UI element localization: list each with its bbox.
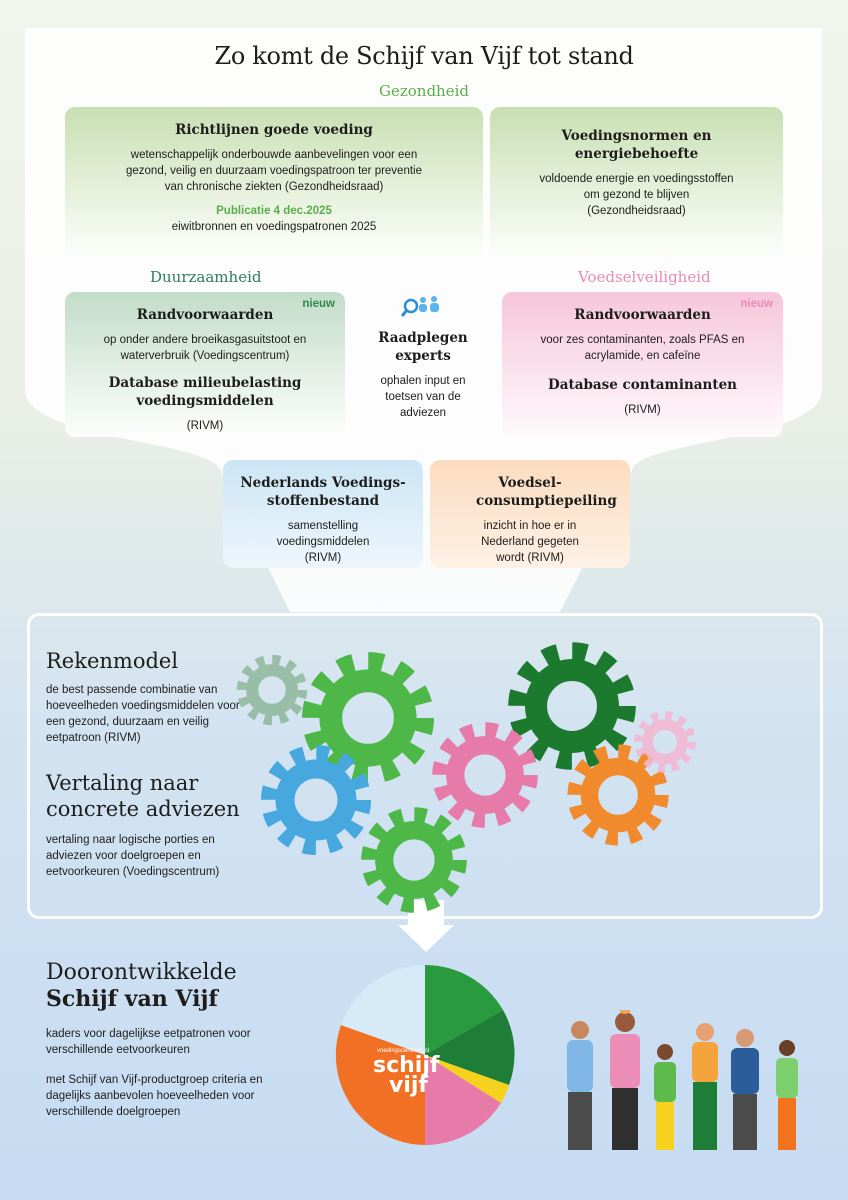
result-title-1: Doorontwikkelde: [46, 960, 237, 985]
person-2: [610, 1010, 640, 1150]
guidelines-box: Richtlijnen goede voeding wetenschappeli…: [65, 107, 483, 257]
experts-text: ophalen input en toetsen van de adviezen: [380, 375, 466, 419]
box-text: voor zes contaminanten, zoals PFAS en ac…: [540, 334, 745, 362]
box-extra: eiwitbronnen en voedingspatronen 2025: [171, 221, 377, 233]
gear-icon: [634, 711, 696, 773]
person-4: [692, 1023, 718, 1150]
box-text: wetenschappelijk onderbouwde aanbeveling…: [126, 149, 422, 193]
box-text: samenstelling voedingsmiddelen (RIVM): [276, 520, 370, 564]
vcp-box: Voedsel-consumptiepeiling inzicht in hoe…: [430, 460, 630, 568]
model-desc: de best passende combinatie van hoeveelh…: [46, 684, 240, 744]
arrow-down-icon: [398, 900, 454, 952]
box-title: Voedingsnormen en energiebehoefte: [561, 128, 712, 162]
experts-title: Raadplegen experts: [378, 330, 468, 364]
category-health: Gezondheid: [379, 82, 469, 100]
disc-segment-grains: [335, 1025, 425, 1145]
result-desc-1: kaders voor dagelijkse eetpatronen voor …: [46, 1028, 251, 1056]
disc-segment-protein: [425, 1055, 501, 1145]
translation-title: Vertaling naar concrete adviezen: [46, 771, 240, 821]
box-title-2: Database milieubelasting voedingsmiddele…: [108, 375, 302, 409]
disc-segment-vegetables: [425, 965, 503, 1055]
gear-icon: [361, 807, 467, 913]
new-badge: nieuw: [302, 298, 335, 310]
people-illustration: [567, 1010, 798, 1150]
model-panel: [27, 613, 823, 919]
box-title: Richtlijnen goede voeding: [175, 122, 373, 138]
box-title: Randvoorwaarden: [574, 307, 711, 323]
disc-segment-fats: [425, 1055, 509, 1103]
sustainability-box: nieuw Randvoorwaarden op onder andere br…: [65, 292, 345, 437]
box-title: Voedsel-consumptiepeiling: [476, 475, 617, 509]
experts-search-icon: [400, 296, 439, 317]
result-title-2: Schijf van Vijf: [46, 986, 218, 1012]
category-safety: Voedselveiligheid: [578, 268, 711, 286]
person-1: [567, 1021, 593, 1150]
gear-icon: [567, 744, 669, 846]
box-text-2: (RIVM): [186, 420, 224, 432]
disc-segment-fruit: [425, 1010, 515, 1085]
model-title: Rekenmodel: [46, 649, 179, 673]
schijf-van-vijf-disc: voedingscentrum.nl schijf vijf: [335, 965, 515, 1145]
gear-icon: [261, 745, 371, 855]
logo-vijf: vijf: [389, 1073, 428, 1098]
box-text: inzicht in hoe er in Nederland gegeten w…: [481, 520, 579, 564]
result-text: Doorontwikkelde Schijf van Vijf kaders v…: [46, 960, 266, 1120]
gear-icon: [236, 654, 308, 726]
gear-icon: [508, 642, 636, 770]
new-badge: nieuw: [740, 298, 773, 310]
page-title: Zo komt de Schijf van Vijf tot stand: [214, 42, 634, 70]
box-title: Nederlands Voedings-stoffenbestand: [240, 475, 406, 509]
box-text: voldoende energie en voedingsstoffen om …: [539, 173, 734, 217]
box-text: op onder andere broeikasgasuitstoot en w…: [103, 334, 307, 362]
category-sustainability: Duurzaamheid: [150, 268, 262, 286]
model-text: Rekenmodel de best passende combinatie v…: [46, 648, 246, 880]
publication-date: Publicatie 4 dec.2025: [216, 205, 332, 217]
norms-box: Voedingsnormen en energiebehoefte voldoe…: [490, 107, 783, 257]
nevo-box: Nederlands Voedings-stoffenbestand samen…: [223, 460, 423, 568]
person-3: [654, 1044, 676, 1150]
safety-box: nieuw Randvoorwaarden voor zes contamina…: [502, 292, 783, 437]
result-desc-2: met Schijf van Vijf-productgroep criteri…: [46, 1074, 263, 1118]
gear-icon: [302, 652, 434, 784]
translation-desc: vertaling naar logische porties en advie…: [46, 834, 220, 878]
disc-segment-drinks: [341, 965, 425, 1055]
box-title-2: Database contaminanten: [548, 377, 737, 393]
logo-small-text: voedingscentrum.nl: [377, 1048, 429, 1054]
person-6: [776, 1040, 798, 1150]
box-title: Randvoorwaarden: [136, 307, 274, 323]
gear-icon: [432, 722, 538, 828]
logo-schijf: schijf: [373, 1053, 440, 1078]
box-text-2: (RIVM): [624, 404, 661, 416]
experts-block: Raadplegen experts ophalen input en toet…: [368, 294, 478, 421]
person-5: [731, 1029, 759, 1150]
